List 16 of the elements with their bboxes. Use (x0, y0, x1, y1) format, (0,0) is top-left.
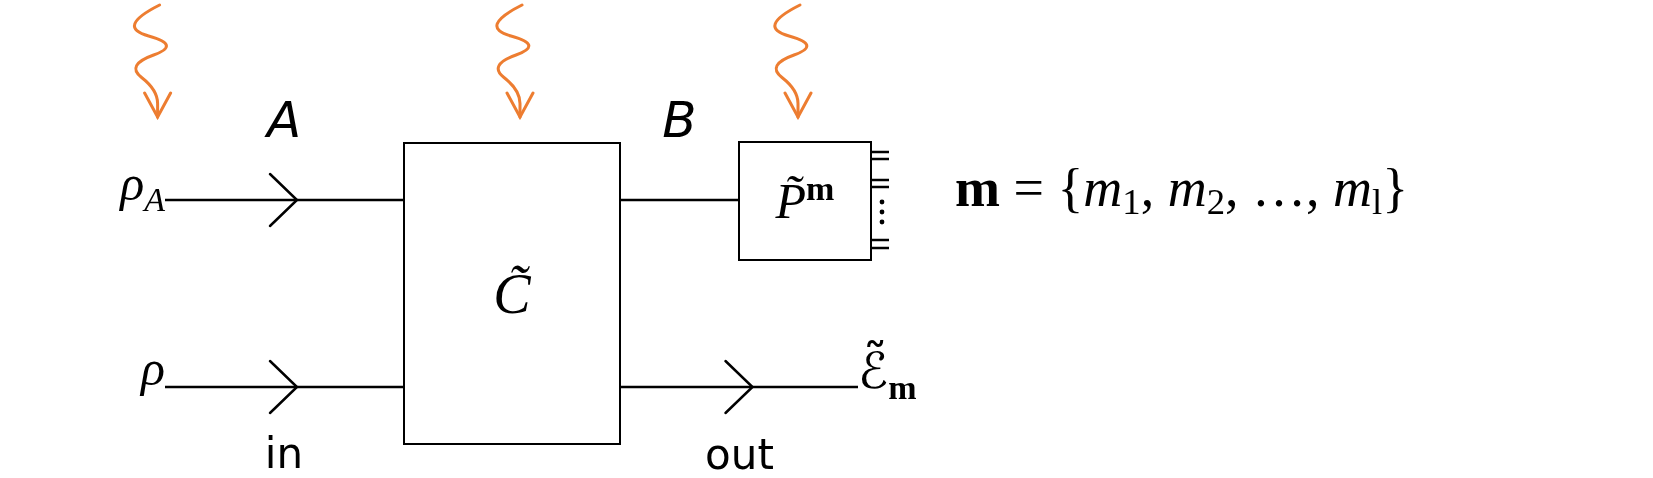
edge-label: A (266, 95, 302, 145)
channel-box (403, 142, 621, 445)
measurement-box (738, 141, 872, 261)
wavy-arrow (133, 3, 173, 119)
operator-label: C̃ (493, 265, 531, 322)
wire-arrow (621, 359, 858, 415)
wavy-arrow (495, 3, 535, 119)
operator-label: P̃$^{m}$ (775, 176, 835, 226)
formula-label: m = {m$_{1}$, m$_{2}$, …, m$_{l}$} (955, 161, 1409, 215)
edge-label: B (662, 95, 697, 145)
wire-arrow (165, 359, 403, 415)
edge-label: out (705, 434, 774, 476)
edge-label: in (264, 433, 304, 475)
wire-arrow (165, 172, 403, 228)
wire (621, 198, 738, 202)
wavy-arrow (773, 3, 813, 119)
